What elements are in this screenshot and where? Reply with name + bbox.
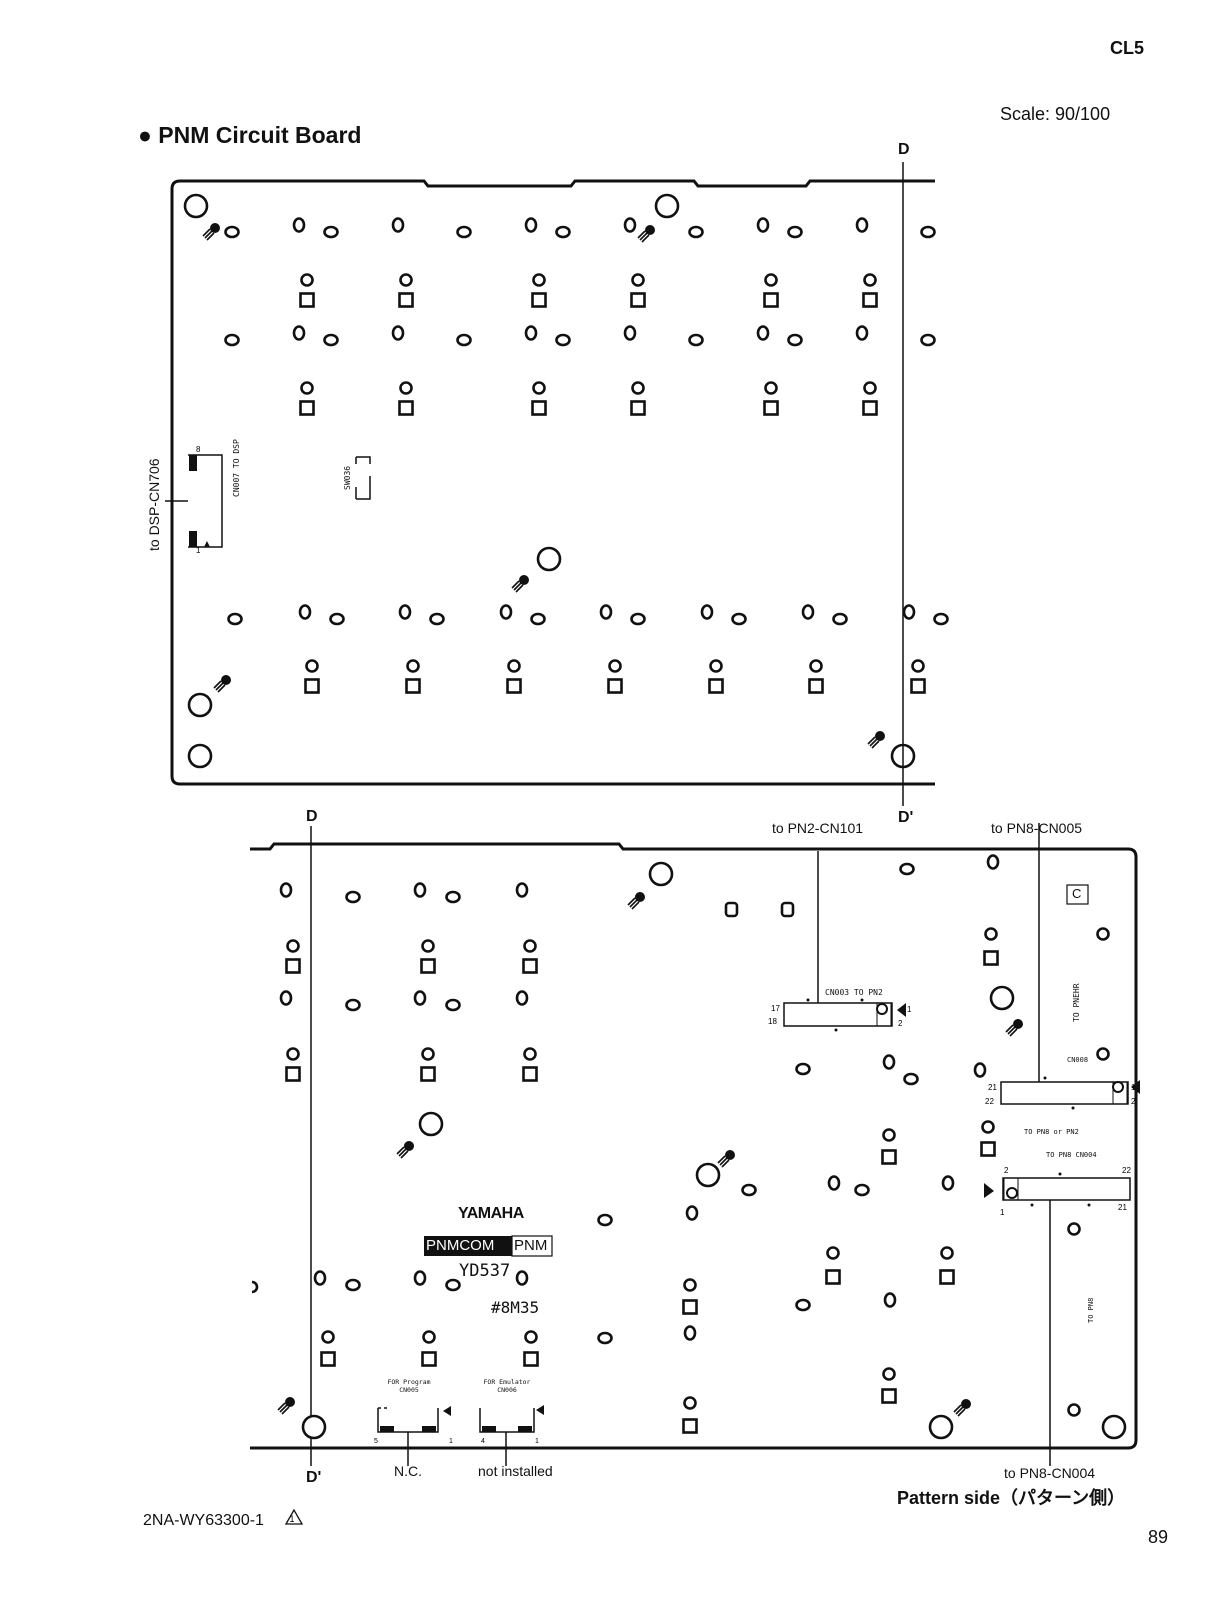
cn003-silk: CN003 TO PN2	[825, 988, 883, 997]
to-pn8-cn005-label: to PN8-CN005	[991, 820, 1083, 836]
scale-label: Scale: 90/100	[1000, 104, 1111, 124]
svg-text:1: 1	[449, 1438, 453, 1445]
yd537-silk: YD537	[459, 1261, 511, 1281]
to-pn8-cn004-label: to PN8-CN004	[1004, 1465, 1096, 1481]
to-pn2-cn101-label: to PN2-CN101	[772, 820, 864, 836]
svg-text:4: 4	[481, 1438, 485, 1445]
svg-text:17: 17	[771, 1004, 780, 1013]
top-board-row4	[299, 381, 878, 416]
svg-text:1: 1	[196, 546, 201, 555]
doc-code: 2NA-WY63300-1	[143, 1512, 264, 1529]
svg-text:2: 2	[1131, 1097, 1136, 1106]
svg-text:2: 2	[1004, 1166, 1009, 1175]
svg-text:18: 18	[768, 1017, 777, 1026]
cn008-silk: CN008	[1067, 1056, 1089, 1064]
top-board-row3	[224, 325, 936, 347]
svg-text:1: 1	[1000, 1208, 1005, 1217]
svg-text:2: 2	[898, 1019, 903, 1028]
svg-text:21: 21	[1118, 1203, 1127, 1212]
cn005-silk: FOR Program CN005	[387, 1378, 431, 1394]
top-board-outline	[170, 179, 935, 786]
to-pn8-or-pn2-silk: TO PN8 or PN2	[1024, 1128, 1079, 1136]
cn005-connector: 5 1	[374, 1406, 453, 1466]
to-pn8-silk: TO PN8	[1087, 1297, 1095, 1323]
yamaha-logo: YAMAHA	[458, 1205, 524, 1222]
nc-label: N.C.	[394, 1463, 422, 1479]
c-mark-box	[1066, 884, 1089, 905]
cn007-connector: 1 8	[165, 445, 223, 555]
model-label: CL5	[1110, 38, 1145, 58]
pattern-side-label: Pattern side（パターン側）	[897, 1488, 1126, 1508]
code-silk: #8M35	[491, 1298, 540, 1317]
sw036-switch	[355, 456, 371, 500]
svg-text:22: 22	[985, 1097, 994, 1106]
top-board-row2	[299, 273, 878, 308]
to-pnehr-silk: TO PNEHR	[1072, 983, 1081, 1022]
svg-text:22: 22	[1122, 1166, 1131, 1175]
cn004-connector: 2 22 1 21	[984, 1166, 1131, 1466]
not-installed-label: not installed	[478, 1463, 553, 1479]
sw036-silk: SW036	[343, 465, 352, 490]
pnm-silk: PNM	[514, 1237, 548, 1254]
top-board-row5	[227, 604, 949, 626]
page-number: 89	[1148, 1527, 1169, 1547]
section-d-bottom: D	[306, 808, 318, 825]
bottom-board-lower-holes	[251, 1270, 1127, 1440]
bottom-board-outline	[250, 842, 1138, 1450]
svg-text:8: 8	[196, 445, 201, 454]
page-title: ● PNM Circuit Board	[138, 122, 362, 148]
section-d-top: D	[898, 141, 910, 158]
bullet-icon: ●	[138, 122, 152, 148]
cn007-silk: CN007 TO DSP	[232, 439, 241, 497]
cn008-connector: 21 22 1 2	[985, 823, 1140, 1110]
c-mark: C	[1072, 886, 1082, 901]
svg-text:1: 1	[289, 1514, 294, 1524]
section-d-prime-top: D'	[898, 809, 914, 826]
svg-text:21: 21	[988, 1083, 997, 1092]
svg-text:5: 5	[374, 1438, 378, 1445]
svg-text:1: 1	[535, 1438, 539, 1445]
svg-text:1: 1	[907, 1005, 912, 1014]
bottom-board-left-holes	[279, 882, 538, 1082]
pnmcom-silk: PNMCOM	[426, 1237, 495, 1254]
cn006-silk: FOR Emulator CN006	[483, 1378, 531, 1394]
section-d-prime-bottom: D'	[306, 1469, 322, 1486]
cn003-connector: 17 18 1 2	[768, 851, 912, 1032]
top-board-row1	[183, 193, 936, 243]
cn004-silk: TO PN8 CN004	[1046, 1151, 1097, 1159]
cn006-connector: 4 1	[479, 1405, 544, 1466]
to-dsp-label: to DSP-CN706	[146, 458, 162, 551]
svg-text:1: 1	[1131, 1083, 1136, 1092]
top-board-row6	[304, 659, 926, 694]
